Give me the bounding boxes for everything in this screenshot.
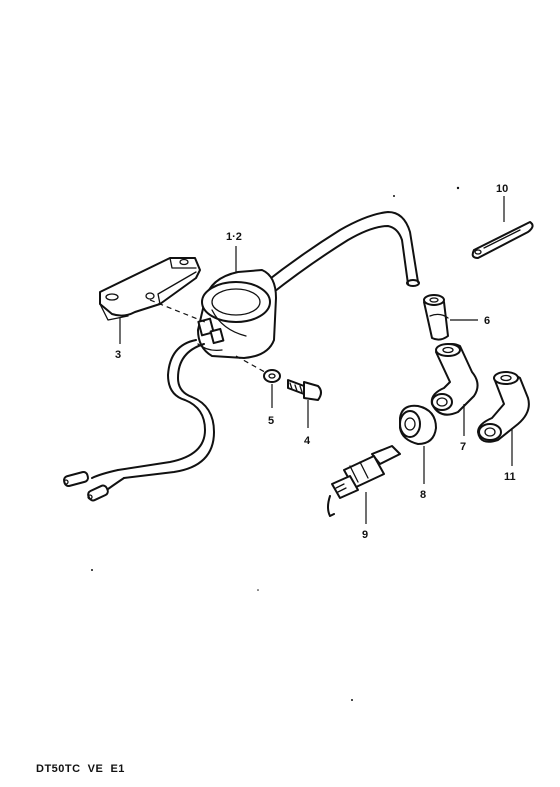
label-band: 10: [496, 183, 508, 195]
bracket: [99, 257, 201, 344]
spark-plug-cap-alt: [477, 371, 530, 466]
bolt: [287, 379, 322, 428]
label-ignition-coil: 1·2: [226, 231, 242, 243]
ignition-coil: [197, 269, 277, 359]
scan-specks: [91, 186, 460, 701]
alignment-line: [149, 299, 206, 323]
label-washer: 5: [268, 415, 274, 427]
label-grommet: 8: [420, 489, 426, 501]
spark-plug-cap: [430, 343, 479, 436]
high-tension-cord: [261, 211, 420, 296]
label-spark-plug: 9: [362, 529, 368, 541]
spark-plug: [327, 445, 401, 524]
label-spark-plug-cap-alt: 11: [504, 471, 516, 483]
band: [471, 196, 534, 259]
grommet: [399, 404, 437, 484]
label-bolt: 4: [304, 435, 311, 447]
diagram-code: DT50TC VE E1: [36, 763, 125, 775]
label-bracket: 3: [115, 349, 121, 361]
lead-wire: [63, 339, 215, 502]
washer: [263, 369, 281, 408]
label-connector: 6: [484, 315, 490, 327]
label-spark-plug-cap: 7: [460, 441, 466, 453]
alignment-line: [235, 355, 273, 377]
connector: [423, 294, 478, 341]
